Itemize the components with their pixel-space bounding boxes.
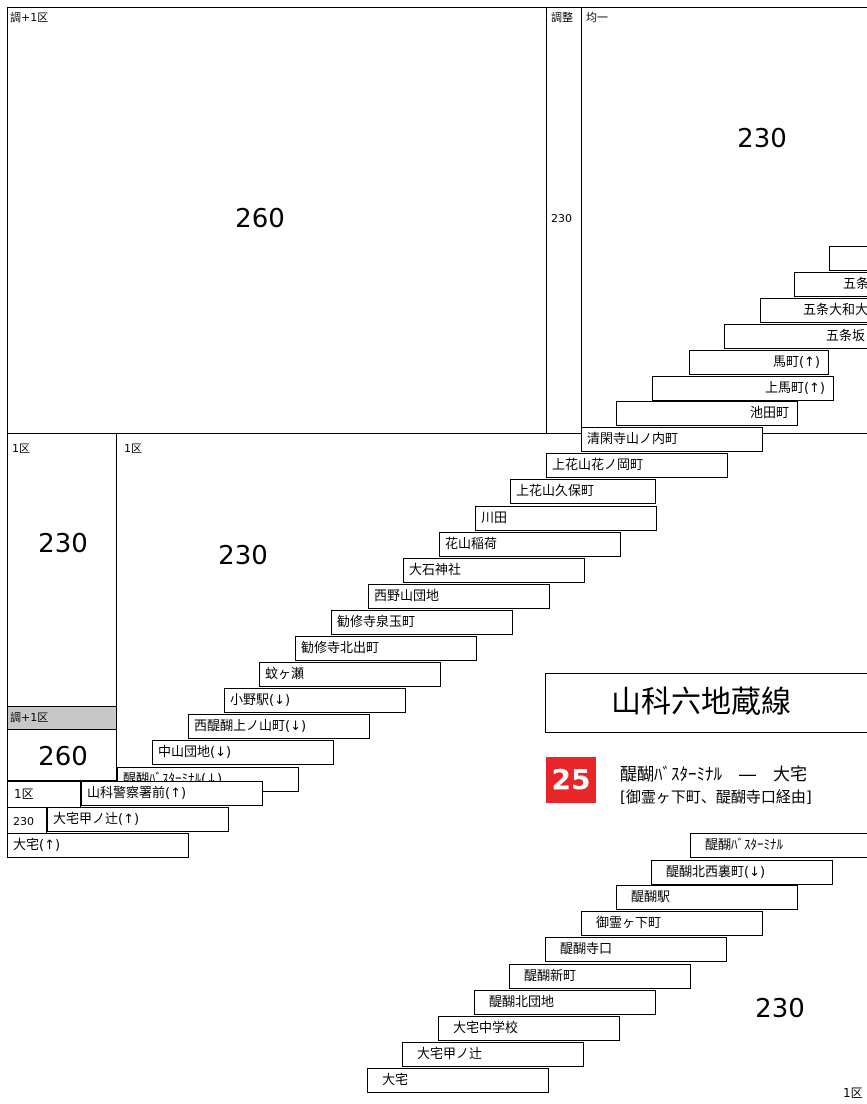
zone-kinitsu-label: 均一 (586, 11, 608, 24)
upper-stop-14: 勧修寺泉玉町 (331, 610, 513, 635)
zone-top-left-label: 調+1区 (10, 11, 49, 24)
upper-stop-5: 上馬町(↑) (652, 376, 834, 401)
lower-stop-6: 醍醐北団地 (474, 990, 656, 1015)
route-name: 醍醐ﾊﾞｽﾀｰﾐﾅﾙ ― 大宅 (620, 765, 807, 785)
zone-small-left-fare: 260 (38, 742, 88, 772)
zone-mid-main-fare: 230 (218, 541, 268, 571)
upper-stop-1: 五条京阪 (794, 272, 867, 297)
zone-top-left-fare: 260 (235, 204, 285, 234)
upper-stop-17: 小野駅(↓) (224, 688, 406, 713)
zone-bottom-right-label: 1区 (843, 1086, 863, 1100)
lower-stop-7: 大宅中学校 (438, 1016, 620, 1041)
lower-stop-8: 大宅甲ノ辻 (402, 1042, 584, 1067)
upper-stop-23: 大宅(↑) (7, 833, 189, 858)
zone-mid-left (7, 433, 117, 708)
upper-stop-21: 山科警察署前(↑) (81, 781, 263, 806)
upper-stop-3: 五条坂 (724, 324, 867, 349)
lower-stop-4: 醍醐寺口 (545, 937, 727, 962)
zone-bottom-right-fare: 230 (755, 994, 805, 1024)
upper-stop-2: 五条大和大路 (760, 298, 867, 323)
zone-top-left (7, 7, 547, 434)
zone-one-ku-label: 1区 (14, 787, 34, 801)
upper-stop-12: 大石神社 (403, 558, 585, 583)
route-number-badge: 25 (546, 757, 596, 803)
zone-chousei-label: 調整 (551, 11, 573, 24)
upper-stop-6: 池田町 (616, 401, 798, 426)
upper-stop-22: 大宅甲ノ辻(↑) (47, 807, 229, 832)
zone-chousei (546, 7, 582, 434)
zone-mid-main-label: 1区 (124, 442, 142, 455)
zone-mid-left-fare: 230 (38, 529, 88, 559)
lower-stop-5: 醍醐新町 (509, 964, 691, 989)
upper-stop-0: 河原 (829, 246, 867, 271)
upper-stop-16: 蚊ヶ瀬 (259, 662, 441, 687)
upper-stop-8: 上花山花ノ岡町 (546, 453, 728, 478)
upper-stop-13: 西野山団地 (368, 584, 550, 609)
lower-stop-9: 大宅 (367, 1068, 549, 1093)
upper-stop-15: 勧修寺北出町 (295, 636, 477, 661)
upper-stop-4: 馬町(↑) (689, 350, 829, 375)
lower-stop-3: 御霊ヶ下町 (581, 911, 763, 936)
zone-small-left (7, 729, 117, 781)
route-via: [御霊ヶ下町、醍醐寺口経由] (620, 788, 812, 806)
upper-stop-11: 花山稲荷 (439, 532, 621, 557)
upper-stop-18: 西醍醐上ノ山町(↓) (188, 714, 370, 739)
zone-chousei-fare: 230 (551, 212, 572, 225)
zone-fare-230-small-label: 230 (13, 815, 34, 828)
upper-stop-19: 中山団地(↓) (152, 740, 334, 765)
line-title: 山科六地蔵線 (545, 673, 867, 733)
lower-stop-2: 醍醐駅 (616, 885, 798, 910)
upper-stop-9: 上花山久保町 (510, 479, 656, 504)
upper-stop-7: 清閑寺山ノ内町 (581, 427, 763, 452)
lower-stop-1: 醍醐北西裏町(↓) (651, 860, 833, 885)
zone-small-left-label: 調+1区 (10, 711, 49, 724)
zone-kinitsu-fare: 230 (737, 124, 787, 154)
upper-stop-10: 川田 (475, 506, 657, 531)
lower-stop-0: 醍醐ﾊﾞｽﾀｰﾐﾅﾙ (690, 833, 867, 858)
zone-fare-230-small (7, 807, 47, 834)
zone-mid-left-label: 1区 (12, 442, 30, 455)
